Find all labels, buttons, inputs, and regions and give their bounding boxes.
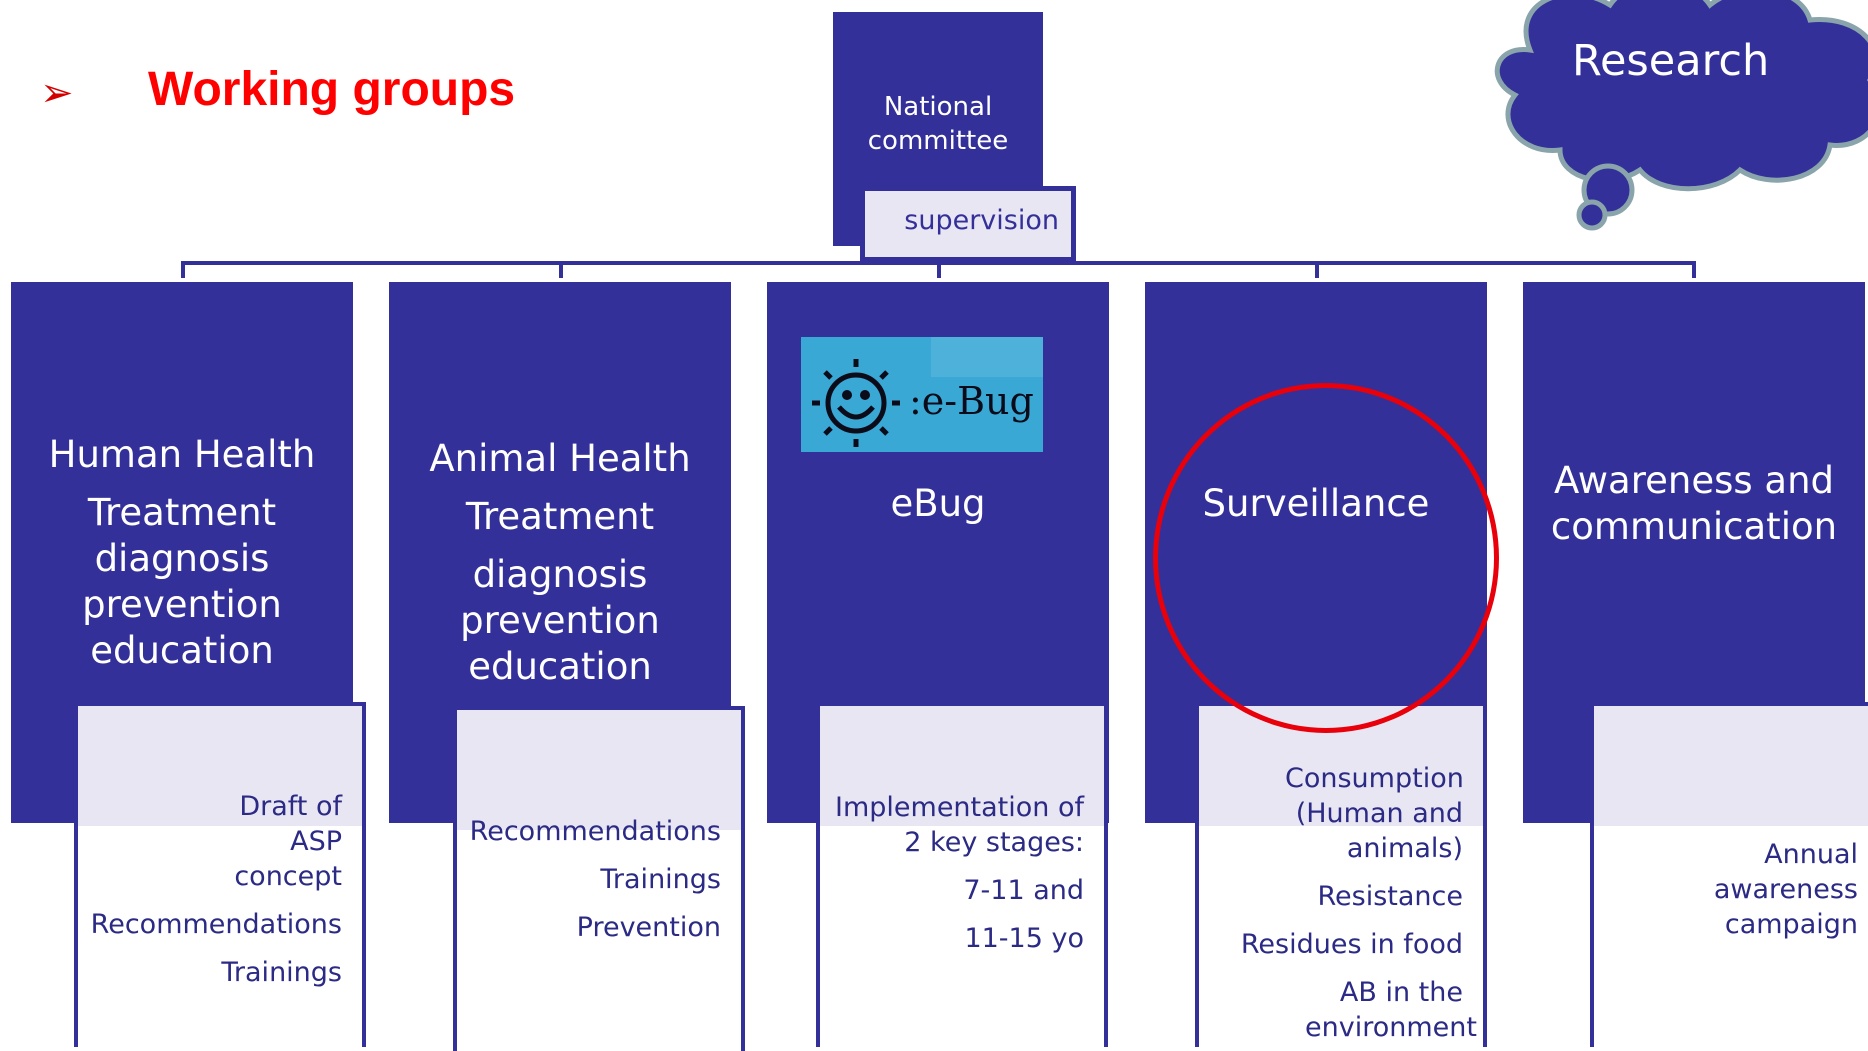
subgroup-box-surveillance: Consumption (Human and animals) Resistan… bbox=[1195, 702, 1487, 1047]
list-item: Trainings bbox=[600, 864, 721, 895]
list-item: Resistance bbox=[1317, 881, 1464, 912]
connector-tick bbox=[937, 261, 941, 278]
supervision-box: supervision bbox=[860, 186, 1076, 262]
subgroup-box-ebug: Implementation of 2 key stages: 7-11 and… bbox=[816, 702, 1108, 1047]
national-committee-label: National committee bbox=[867, 92, 1009, 156]
list-item: Draft of ASP concept bbox=[234, 791, 342, 892]
subgroup-box-awareness: Annual awareness campaign bbox=[1590, 702, 1868, 1047]
group-subtitle: diagnosis prevention education bbox=[460, 553, 660, 689]
list-item: Annual awareness campaign bbox=[1713, 839, 1858, 940]
arrow-bullet-icon: ➢ bbox=[40, 70, 74, 116]
list-item: Recommendations bbox=[90, 909, 342, 940]
list-item: Recommendations bbox=[469, 816, 721, 847]
connector-tick bbox=[181, 261, 185, 278]
group-title: Awareness and communication bbox=[1550, 458, 1838, 548]
group-subtitle: Treatment diagnosis prevention education bbox=[82, 490, 282, 672]
list-item: Trainings bbox=[221, 957, 342, 988]
connector-tick bbox=[559, 261, 563, 278]
ebug-logo: :e-Bug bbox=[801, 337, 1043, 452]
research-label: Research bbox=[1572, 36, 1770, 86]
supervision-label: supervision bbox=[904, 205, 1059, 236]
group-subtitle: Treatment bbox=[465, 495, 655, 539]
group-title: eBug bbox=[890, 481, 986, 525]
list-item: 7-11 and bbox=[963, 875, 1084, 906]
subgroup-box-human-health: Draft of ASP concept Recommendations Tra… bbox=[74, 702, 366, 1047]
list-item: Implementation of 2 key stages: bbox=[835, 792, 1084, 858]
list-item: Residues in food bbox=[1240, 929, 1463, 960]
subgroup-box-animal-health: Recommendations Trainings Prevention bbox=[453, 706, 745, 1051]
list-item: 11-15 yo bbox=[964, 923, 1084, 954]
page-title: Working groups bbox=[148, 63, 516, 116]
list-item: AB in the environment bbox=[1305, 977, 1477, 1043]
list-item: Prevention bbox=[576, 912, 721, 943]
connector-tick bbox=[1315, 261, 1319, 278]
thought-cloud-icon bbox=[1494, 0, 1868, 231]
connector-tick bbox=[1692, 261, 1696, 278]
list-item: Consumption (Human and animals) bbox=[1285, 763, 1464, 864]
group-title: Human Health bbox=[48, 432, 316, 476]
highlight-circle bbox=[1153, 383, 1499, 733]
ebug-logo-text: :e-Bug bbox=[909, 379, 1034, 423]
group-title: Animal Health bbox=[429, 437, 691, 481]
